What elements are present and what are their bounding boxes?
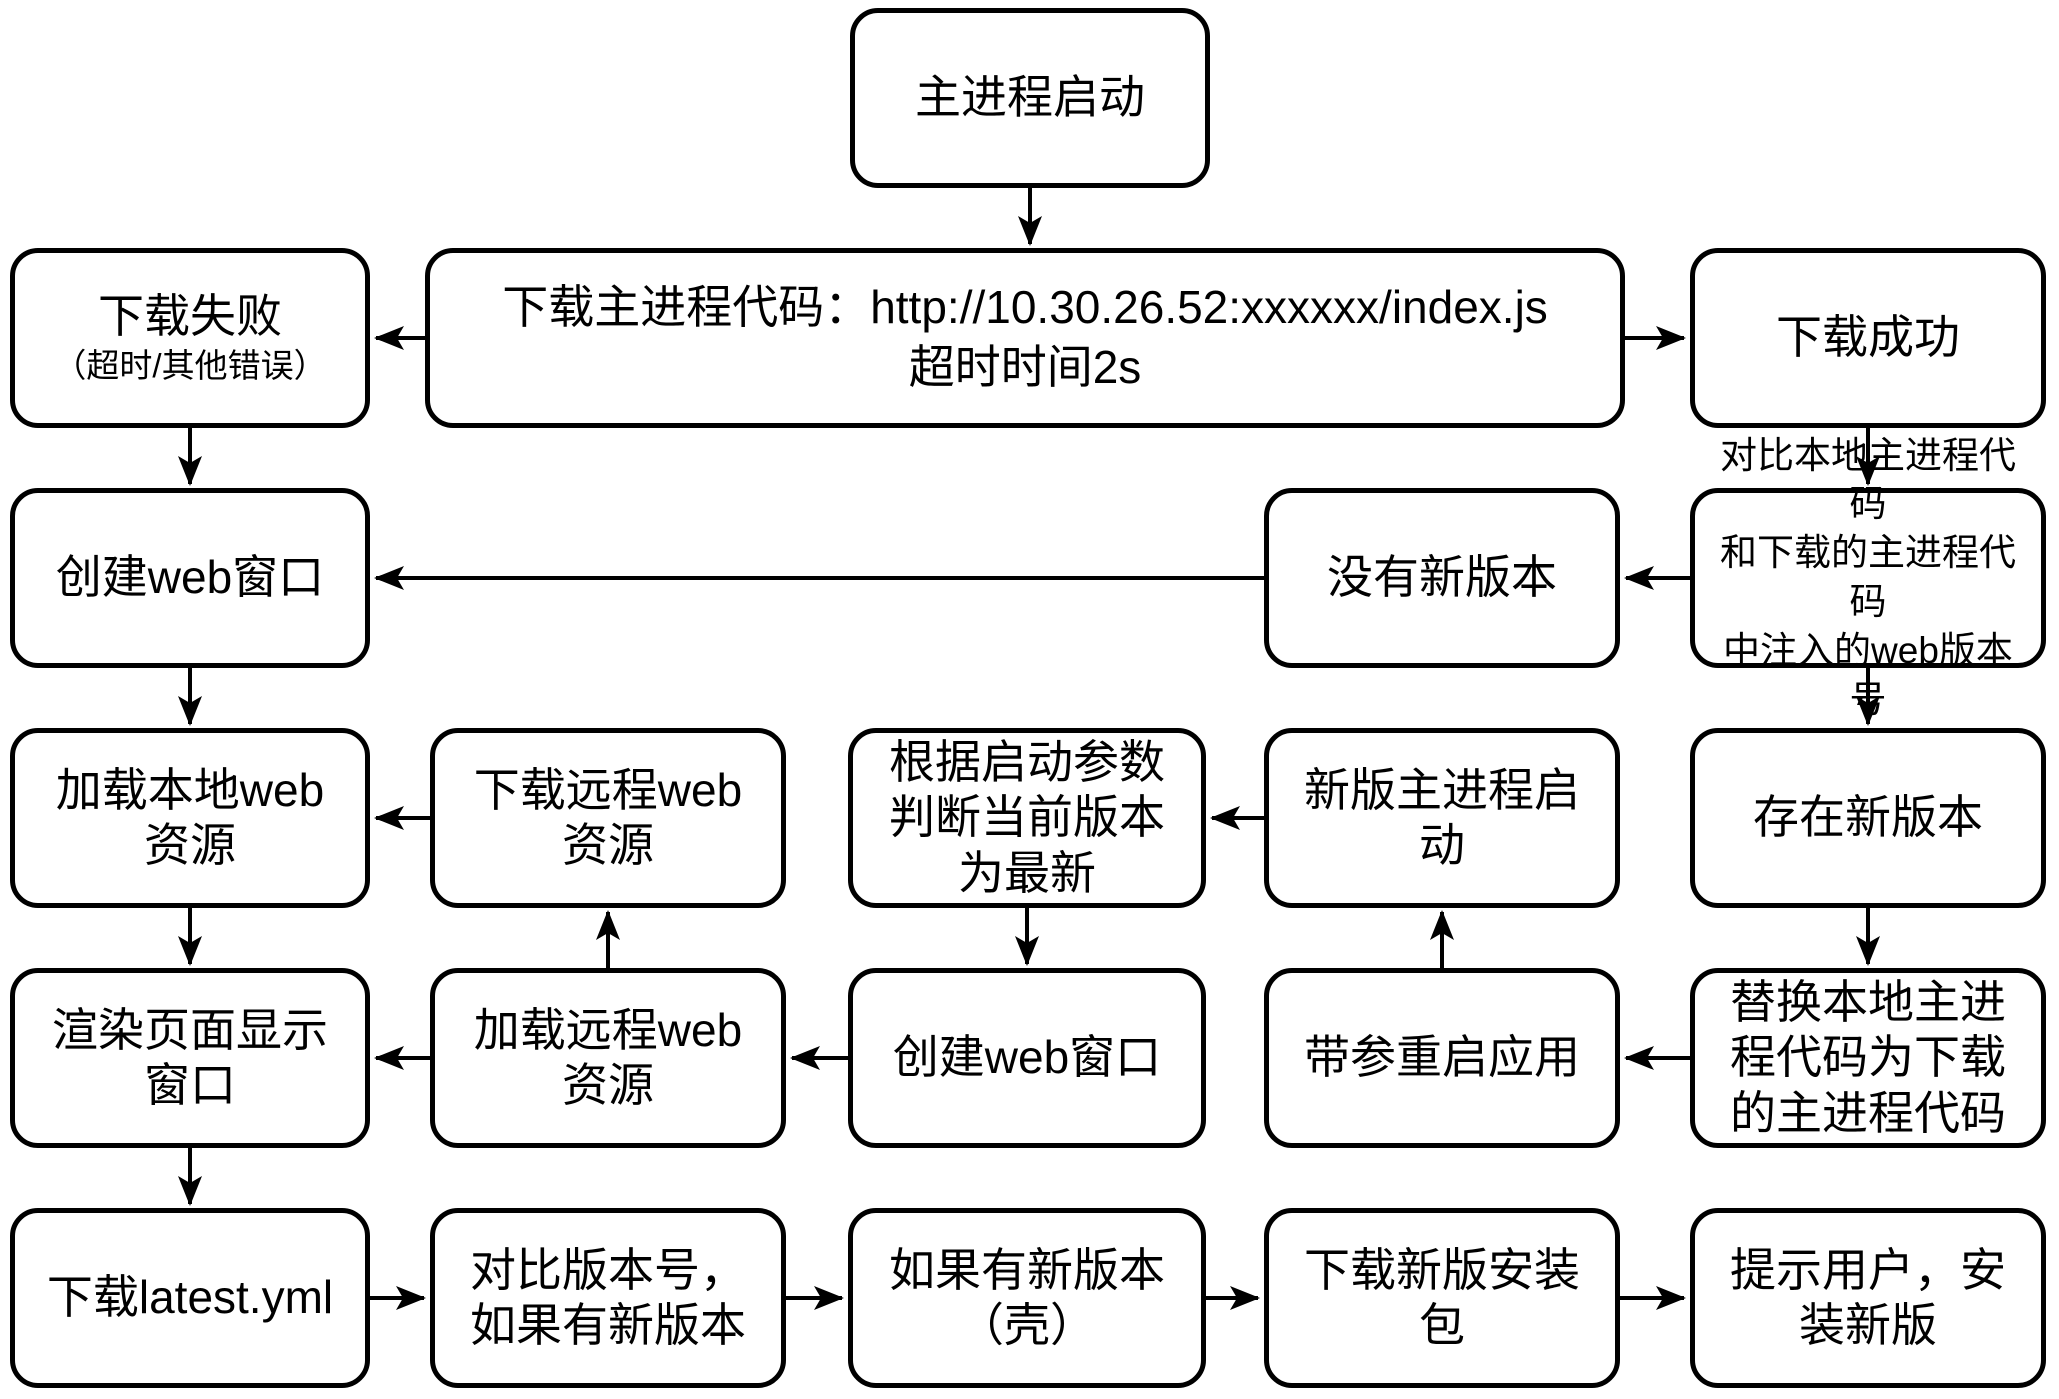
node-replace-local-main-label: 替换本地主进 程代码为下载 的主进程代码 bbox=[1730, 976, 2006, 1139]
node-prompt-install-label: 提示用户，安 装新版 bbox=[1730, 1243, 2006, 1351]
node-compare-version-number: 对比版本号， 如果有新版本 bbox=[430, 1208, 786, 1388]
node-main-process-start: 主进程启动 bbox=[850, 8, 1210, 188]
node-load-local-web: 加载本地web 资源 bbox=[10, 728, 370, 908]
node-download-fail-label: 下载失败 bbox=[98, 290, 282, 343]
node-create-web-window-2: 创建web窗口 bbox=[848, 968, 1206, 1148]
node-create-web-window-2-label: 创建web窗口 bbox=[892, 1031, 1162, 1084]
node-check-latest-by-args-label: 根据启动参数 判断当前版本 为最新 bbox=[889, 736, 1165, 899]
node-compare-web-version: 对比本地主进程代码 和下载的主进程代码 中注入的web版本号 bbox=[1690, 435, 2046, 720]
node-create-web-window-1: 创建web窗口 bbox=[10, 488, 370, 668]
node-prompt-install: 提示用户，安 装新版 bbox=[1690, 1208, 2046, 1388]
download-main-code-url: http://10.30.26.52:xxxxxx/index.js bbox=[870, 281, 1548, 334]
node-download-success: 下载成功 bbox=[1690, 248, 2046, 428]
node-new-main-start-label: 新版主进程启 动 bbox=[1304, 763, 1580, 871]
node-download-fail: 下载失败 （超时/其他错误） bbox=[10, 248, 370, 428]
node-download-success-label: 下载成功 bbox=[1776, 311, 1960, 364]
node-compare-version-number-label: 对比版本号， 如果有新版本 bbox=[470, 1243, 746, 1351]
node-has-new-version-label: 存在新版本 bbox=[1753, 791, 1983, 844]
node-download-latest-yml: 下载latest.yml bbox=[10, 1208, 370, 1388]
node-download-main-code-line2: 超时时间2s bbox=[908, 341, 1142, 393]
node-create-web-window-1-label: 创建web窗口 bbox=[55, 551, 325, 604]
node-load-remote-web: 加载远程web 资源 bbox=[430, 968, 786, 1148]
node-main-process-start-label: 主进程启动 bbox=[915, 71, 1145, 124]
node-restart-with-args: 带参重启应用 bbox=[1264, 968, 1620, 1148]
node-no-new-version: 没有新版本 bbox=[1264, 488, 1620, 668]
node-download-latest-yml-label: 下载latest.yml bbox=[46, 1271, 334, 1324]
node-check-latest-by-args: 根据启动参数 判断当前版本 为最新 bbox=[848, 728, 1206, 908]
node-download-main-code-line1: 下载主进程代码：http://10.30.26.52:xxxxxx/index.… bbox=[502, 278, 1548, 338]
node-download-remote-web-label: 下载远程web 资源 bbox=[473, 763, 743, 871]
node-download-fail-sublabel: （超时/其他错误） bbox=[53, 347, 327, 385]
node-no-new-version-label: 没有新版本 bbox=[1327, 551, 1557, 604]
node-has-new-version: 存在新版本 bbox=[1690, 728, 2046, 908]
node-replace-local-main: 替换本地主进 程代码为下载 的主进程代码 bbox=[1690, 968, 2046, 1148]
node-render-page-window-label: 渲染页面显示 窗口 bbox=[52, 1003, 328, 1111]
node-download-installer-label: 下载新版安装 包 bbox=[1304, 1243, 1580, 1351]
download-main-code-prefix: 下载主进程代码： bbox=[502, 281, 871, 334]
node-restart-with-args-label: 带参重启应用 bbox=[1304, 1031, 1580, 1084]
node-load-local-web-label: 加载本地web 资源 bbox=[55, 763, 325, 871]
node-new-main-start: 新版主进程启 动 bbox=[1264, 728, 1620, 908]
node-if-new-version-shell-label: 如果有新版本 （壳） bbox=[889, 1243, 1165, 1351]
node-download-remote-web: 下载远程web 资源 bbox=[430, 728, 786, 908]
node-render-page-window: 渲染页面显示 窗口 bbox=[10, 968, 370, 1148]
node-load-remote-web-label: 加载远程web 资源 bbox=[473, 1003, 743, 1111]
node-download-main-code: 下载主进程代码：http://10.30.26.52:xxxxxx/index.… bbox=[425, 248, 1625, 428]
node-if-new-version-shell: 如果有新版本 （壳） bbox=[848, 1208, 1206, 1388]
node-compare-web-version-label: 对比本地主进程代码 和下载的主进程代码 中注入的web版本号 bbox=[1720, 434, 2016, 720]
node-download-installer: 下载新版安装 包 bbox=[1264, 1208, 1620, 1388]
